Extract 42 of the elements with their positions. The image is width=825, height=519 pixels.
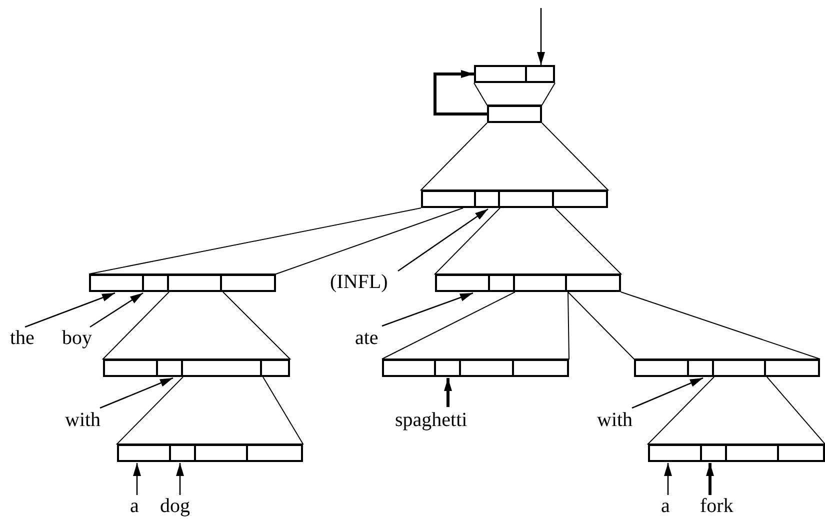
word-label: (INFL) bbox=[330, 272, 388, 292]
arrow bbox=[90, 292, 144, 328]
arrow bbox=[133, 463, 141, 495]
projection-lines bbox=[474, 82, 556, 106]
word-label: boy bbox=[62, 328, 92, 348]
projection-lines bbox=[102, 292, 292, 360]
leader-arrow bbox=[537, 8, 545, 65]
frame-box bbox=[103, 359, 290, 377]
projection-lines bbox=[420, 122, 610, 190]
frame-box bbox=[421, 190, 608, 208]
arrow bbox=[100, 377, 174, 409]
word-label: with bbox=[597, 410, 633, 430]
arrow bbox=[398, 208, 488, 272]
word-label: a bbox=[130, 496, 139, 516]
word-label: dog bbox=[160, 496, 190, 516]
arrow bbox=[632, 377, 704, 409]
arrow bbox=[706, 463, 714, 495]
frame-box bbox=[435, 274, 621, 292]
frame-box bbox=[487, 105, 542, 123]
word-label: a bbox=[661, 496, 670, 516]
arrow bbox=[176, 463, 184, 495]
word-label: the bbox=[10, 328, 34, 348]
frame-box bbox=[89, 274, 276, 292]
word-label: spaghetti bbox=[395, 410, 468, 430]
projection-lines bbox=[568, 292, 820, 360]
projection-lines bbox=[88, 208, 464, 274]
frame-box bbox=[634, 359, 820, 377]
arrow bbox=[664, 463, 672, 495]
arrow bbox=[24, 292, 116, 328]
word-label: fork bbox=[700, 496, 734, 516]
arrow bbox=[382, 292, 474, 327]
projection-lines bbox=[434, 208, 622, 274]
frame-box bbox=[382, 359, 569, 377]
loop-arrow bbox=[434, 70, 487, 116]
word-label: ate bbox=[355, 328, 378, 348]
frame-box bbox=[474, 65, 555, 83]
word-label: with bbox=[65, 410, 101, 430]
projection-lines bbox=[116, 376, 304, 444]
arrow bbox=[444, 378, 452, 407]
frame-box bbox=[117, 444, 303, 462]
frame-box bbox=[648, 444, 825, 462]
projection-lines bbox=[382, 292, 570, 360]
